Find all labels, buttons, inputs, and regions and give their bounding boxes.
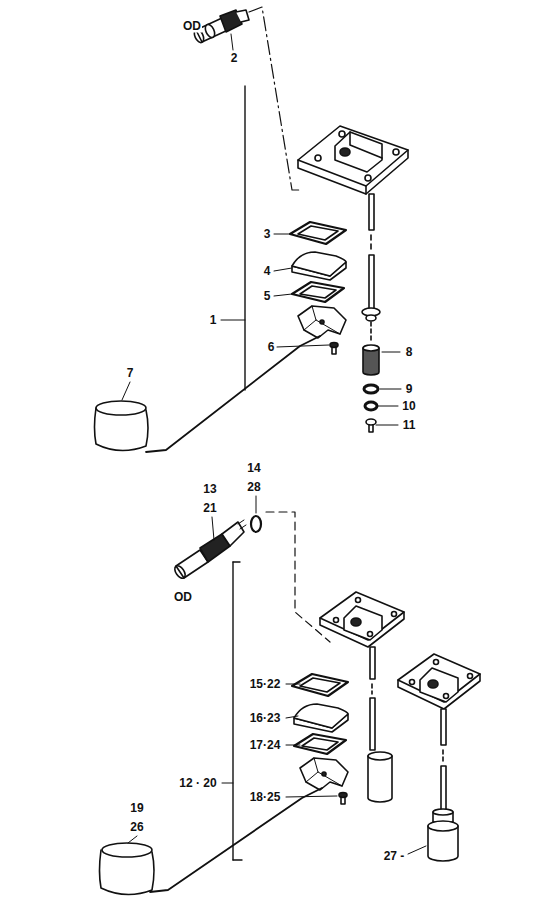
callout-number: 9: [405, 383, 414, 396]
callout-number: 15·22: [249, 678, 282, 691]
callout-number: 21: [202, 502, 217, 515]
screw: [339, 793, 347, 805]
callout-number: 13: [202, 483, 217, 496]
callout-number: 4: [263, 265, 272, 278]
callout-number: 5: [263, 290, 272, 303]
float: [95, 401, 149, 451]
callout-number: 7: [126, 367, 135, 380]
callout-number: 17·24: [249, 739, 282, 752]
callout-number: OD: [173, 591, 193, 604]
gasket-stack: [292, 674, 348, 790]
callout-number: 3: [263, 228, 272, 241]
screw: [330, 343, 338, 355]
callout-number: 27 -: [383, 850, 406, 863]
leader-lines: [122, 234, 401, 425]
callout-number: 11: [402, 419, 417, 432]
callout-number: 14: [246, 462, 261, 475]
float: [100, 843, 155, 895]
callout-number: 12 · 20: [178, 777, 217, 790]
callout-number: 6: [267, 341, 276, 354]
fitting: [173, 516, 261, 580]
callout-number: 1: [209, 314, 218, 327]
callout-number: 28: [246, 481, 261, 494]
leader-lines: [128, 496, 426, 854]
callout-number: 16·23: [249, 712, 282, 725]
bushing: [363, 345, 379, 432]
float-arm: [150, 788, 322, 892]
gasket-stack: [290, 222, 346, 338]
float-arm: [146, 336, 320, 452]
callout-number: OD: [182, 20, 202, 33]
callout-number: 19: [129, 802, 144, 815]
callout-number: 18·25: [249, 791, 282, 804]
callout-number: 8: [405, 346, 414, 359]
callout-number: 2: [230, 52, 239, 65]
callout-number: 26: [129, 821, 144, 834]
callout-number: 10: [401, 400, 416, 413]
sender-flange: [398, 654, 480, 861]
